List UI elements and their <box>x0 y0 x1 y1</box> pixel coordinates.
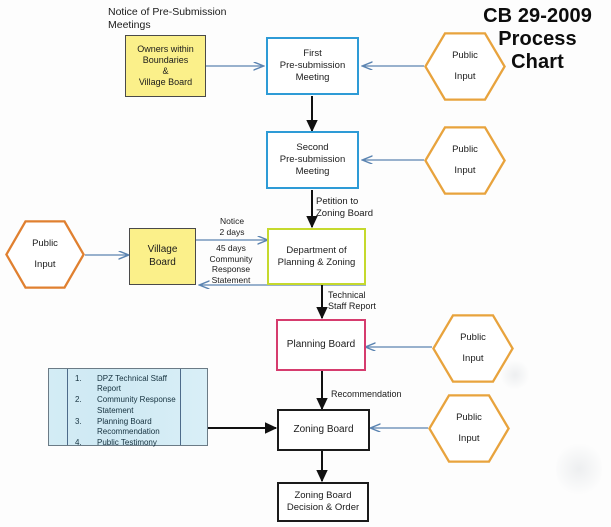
edge-label-technical-staff-report: Technical Staff Report <box>328 290 376 312</box>
title-line-2: Process <box>498 27 577 50</box>
node-zoning-board-label: Zoning Board <box>293 423 354 435</box>
public-input-hexagon-zoning-board[interactable]: Public Input <box>428 394 510 463</box>
public-input-hexagon-label: Public Input <box>424 126 506 195</box>
list-item: 2. Community Response Statement <box>75 395 177 415</box>
node-decision-order-label: Zoning Board Decision & Order <box>286 490 360 513</box>
listbox-left-divider <box>67 369 69 445</box>
public-input-line-1: Public <box>32 238 58 250</box>
scan-smudge <box>500 360 530 390</box>
evidence-list: 1. DPZ Technical Staff Report 2. Communi… <box>75 374 177 450</box>
public-input-hexagon-label: Public Input <box>5 220 85 289</box>
node-zoning-board-decision-order[interactable]: Zoning Board Decision & Order <box>277 482 369 522</box>
public-input-hexagon-second-meeting[interactable]: Public Input <box>424 126 506 195</box>
zoning-board-evidence-list: 1. DPZ Technical Staff Report 2. Communi… <box>48 368 208 447</box>
edge-label-petition-to-zoning-board: Petition to Zoning Board <box>316 196 374 219</box>
hexagon-shape <box>432 314 514 383</box>
public-input-hexagon-label: Public Input <box>428 394 510 463</box>
edge-label-notice-2-days: Notice 2 days <box>219 216 245 237</box>
public-input-hexagon-village-board[interactable]: Public Input <box>5 220 85 289</box>
list-item-text: Public Testimony <box>97 438 157 448</box>
hexagon-shape <box>5 220 85 289</box>
public-input-line-1: Public <box>452 50 478 62</box>
hexagon-shape <box>424 32 506 101</box>
list-item: 3. Planning Board Recommendation <box>75 417 177 437</box>
public-input-line-2: Input <box>34 259 56 270</box>
node-first-meeting-label: First Pre-submission Meeting <box>279 48 346 83</box>
public-input-hexagon-label: Public Input <box>432 314 514 383</box>
listbox-right-divider <box>180 369 182 445</box>
node-planning-board-label: Planning Board <box>286 338 356 350</box>
node-village-board[interactable]: Village Board <box>129 228 196 285</box>
list-item: 4. Public Testimony <box>75 438 177 448</box>
public-input-hexagon-planning-board[interactable]: Public Input <box>432 314 514 383</box>
edge-label-community-response-statement: 45 days Community Response Statement <box>209 243 253 285</box>
public-input-line-1: Public <box>460 332 486 344</box>
title-line-1: CB 29-2009 <box>483 5 592 27</box>
list-item-number: 1. <box>75 374 82 383</box>
node-village-board-label: Village Board <box>147 244 178 268</box>
hexagon-shape <box>424 126 506 195</box>
scan-smudge <box>556 440 602 498</box>
public-input-line-2: Input <box>458 433 480 444</box>
list-item: 1. DPZ Technical Staff Report <box>75 374 177 394</box>
public-input-line-1: Public <box>456 412 482 424</box>
node-department-planning-zoning[interactable]: Department of Planning & Zoning <box>267 228 366 285</box>
list-item-text: Planning Board Recommendation <box>97 416 160 437</box>
list-item-number: 2. <box>75 395 82 405</box>
title-line-3: Chart <box>511 50 564 73</box>
page-title: CB 29-2009 Process Chart <box>466 5 609 73</box>
list-item-number: 4. <box>75 438 82 448</box>
node-dpz-label: Department of Planning & Zoning <box>277 244 356 268</box>
list-item-number: 3. <box>75 416 82 426</box>
edge-label-recommendation: Recommendation <box>331 389 402 399</box>
list-item-text: DPZ Technical Staff Report <box>97 374 167 394</box>
node-owners-within-boundaries[interactable]: Owners within Boundaries & Village Board <box>125 35 206 97</box>
node-owners-label: Owners within Boundaries & Village Board <box>137 43 194 88</box>
node-planning-board[interactable]: Planning Board <box>276 319 366 371</box>
list-item-text: Community Response Statement <box>97 395 176 415</box>
public-input-hexagon-first-meeting[interactable]: Public Input <box>424 32 506 101</box>
node-zoning-board[interactable]: Zoning Board <box>277 409 370 451</box>
node-first-presubmission-meeting[interactable]: First Pre-submission Meeting <box>266 37 359 95</box>
node-second-presubmission-meeting[interactable]: Second Pre-submission Meeting <box>266 131 359 189</box>
notice-of-presubmission-caption: Notice of Pre-Submission Meetings <box>108 6 227 32</box>
hexagon-shape <box>428 394 510 463</box>
node-second-meeting-label: Second Pre-submission Meeting <box>279 142 346 177</box>
public-input-line-2: Input <box>462 353 484 364</box>
public-input-line-2: Input <box>454 165 476 176</box>
public-input-line-1: Public <box>452 144 478 156</box>
public-input-hexagon-label: Public Input <box>424 32 506 101</box>
public-input-line-2: Input <box>454 71 476 82</box>
